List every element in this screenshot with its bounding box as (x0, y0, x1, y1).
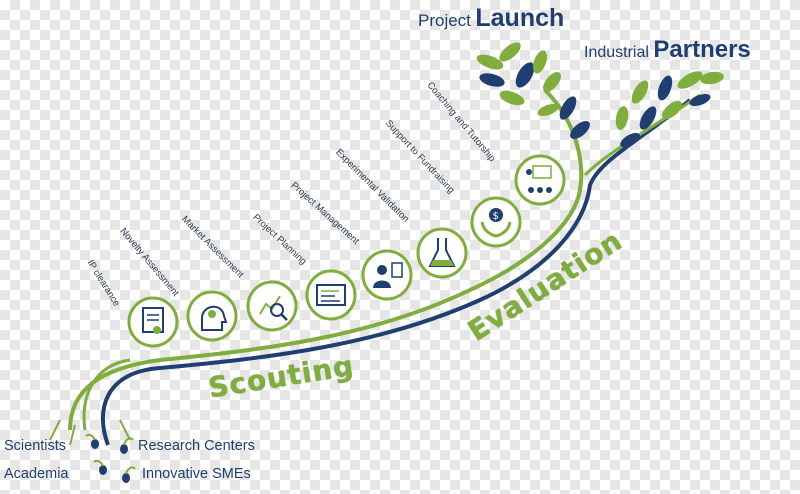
industrial-partners-label: Industrial Partners (584, 36, 751, 63)
presentation-icon (526, 165, 552, 193)
step-circle-experimental (416, 227, 468, 279)
seedling-icon-3 (93, 459, 107, 475)
step-circle-market (246, 280, 298, 332)
root-swirl (82, 358, 131, 431)
project-launch-label: Project Launch (418, 4, 565, 32)
seedling-icon-4 (122, 466, 136, 483)
seedling-icon-2 (120, 437, 134, 454)
manager-document-icon (373, 262, 403, 288)
academia-label: Academia (4, 466, 69, 482)
planning-board-icon (316, 284, 346, 306)
navy-stem (100, 98, 692, 446)
step-circle-ip-clearance (127, 296, 179, 348)
seedling-icon-1 (85, 433, 99, 449)
step-circle-planning (305, 269, 357, 321)
certificate-icon (142, 307, 164, 334)
left-tree-leaves (476, 42, 590, 139)
svg-text:$: $ (493, 211, 499, 222)
chart-magnifier-icon (259, 295, 288, 321)
step-circle-coaching (514, 154, 566, 206)
innovative-smes-label: Innovative SMEs (142, 466, 251, 482)
research-centers-label: Research Centers (138, 438, 255, 454)
step-circle-fundraising: $ (470, 196, 522, 248)
root-lines (49, 419, 131, 446)
green-stem (68, 88, 584, 431)
step-circle-novelty (186, 290, 238, 342)
lab-flask-icon (428, 238, 456, 267)
step-circle-management (361, 249, 413, 301)
right-tree-leaves (615, 71, 724, 147)
money-hands-icon: $ (480, 208, 512, 238)
idea-head-icon (201, 305, 228, 331)
scientists-label: Scientists (4, 438, 67, 454)
